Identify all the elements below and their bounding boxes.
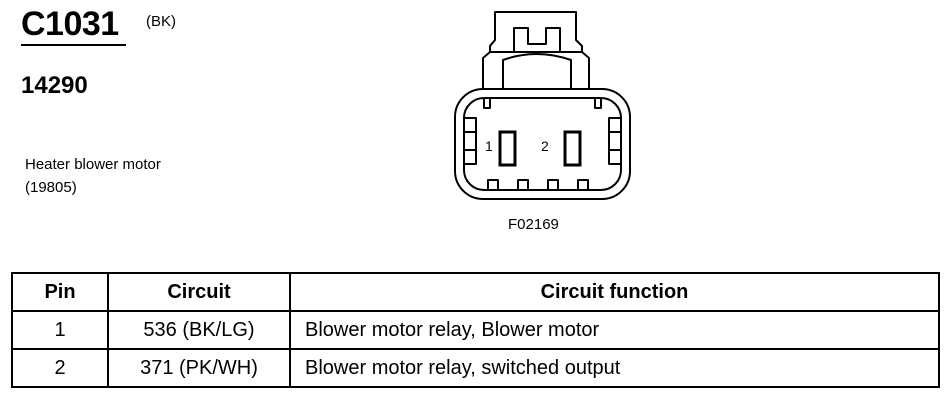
connector-color: (BK) xyxy=(146,13,176,30)
cell-circuit: 536 (BK/LG) xyxy=(107,310,291,350)
header-circuit-function: Circuit function xyxy=(289,272,940,312)
cell-pin: 1 xyxy=(11,310,109,350)
connector-latch-body xyxy=(482,51,590,89)
pin-table: Pin Circuit Circuit function 1 536 (BK/L… xyxy=(11,272,940,388)
table-header-row: Pin Circuit Circuit function xyxy=(11,272,940,312)
header-circuit: Circuit xyxy=(107,272,291,312)
pin-label-2: 2 xyxy=(541,138,549,154)
table-row: 1 536 (BK/LG) Blower motor relay, Blower… xyxy=(11,310,940,350)
table-row: 2 371 (PK/WH) Blower motor relay, switch… xyxy=(11,348,940,388)
header-pin: Pin xyxy=(11,272,109,312)
cell-circuit-function: Blower motor relay, Blower motor xyxy=(289,310,940,350)
component-name: Heater blower motor xyxy=(25,156,161,173)
connector-face-diagram: 1 2 xyxy=(454,11,631,200)
pin-label-1: 1 xyxy=(485,138,493,154)
part-number: 14290 xyxy=(21,72,88,99)
pin-cavity-2 xyxy=(563,130,582,167)
component-number: (19805) xyxy=(25,179,77,196)
cell-pin: 2 xyxy=(11,348,109,388)
connector-id: C1031 xyxy=(21,5,119,43)
connector-housing xyxy=(454,88,631,200)
cell-circuit-function: Blower motor relay, switched output xyxy=(289,348,940,388)
pin-cavity-1 xyxy=(498,130,517,167)
connector-latch xyxy=(489,11,583,53)
cell-circuit: 371 (PK/WH) xyxy=(107,348,291,388)
figure-id: F02169 xyxy=(508,216,559,233)
connector-id-underline xyxy=(21,44,126,46)
